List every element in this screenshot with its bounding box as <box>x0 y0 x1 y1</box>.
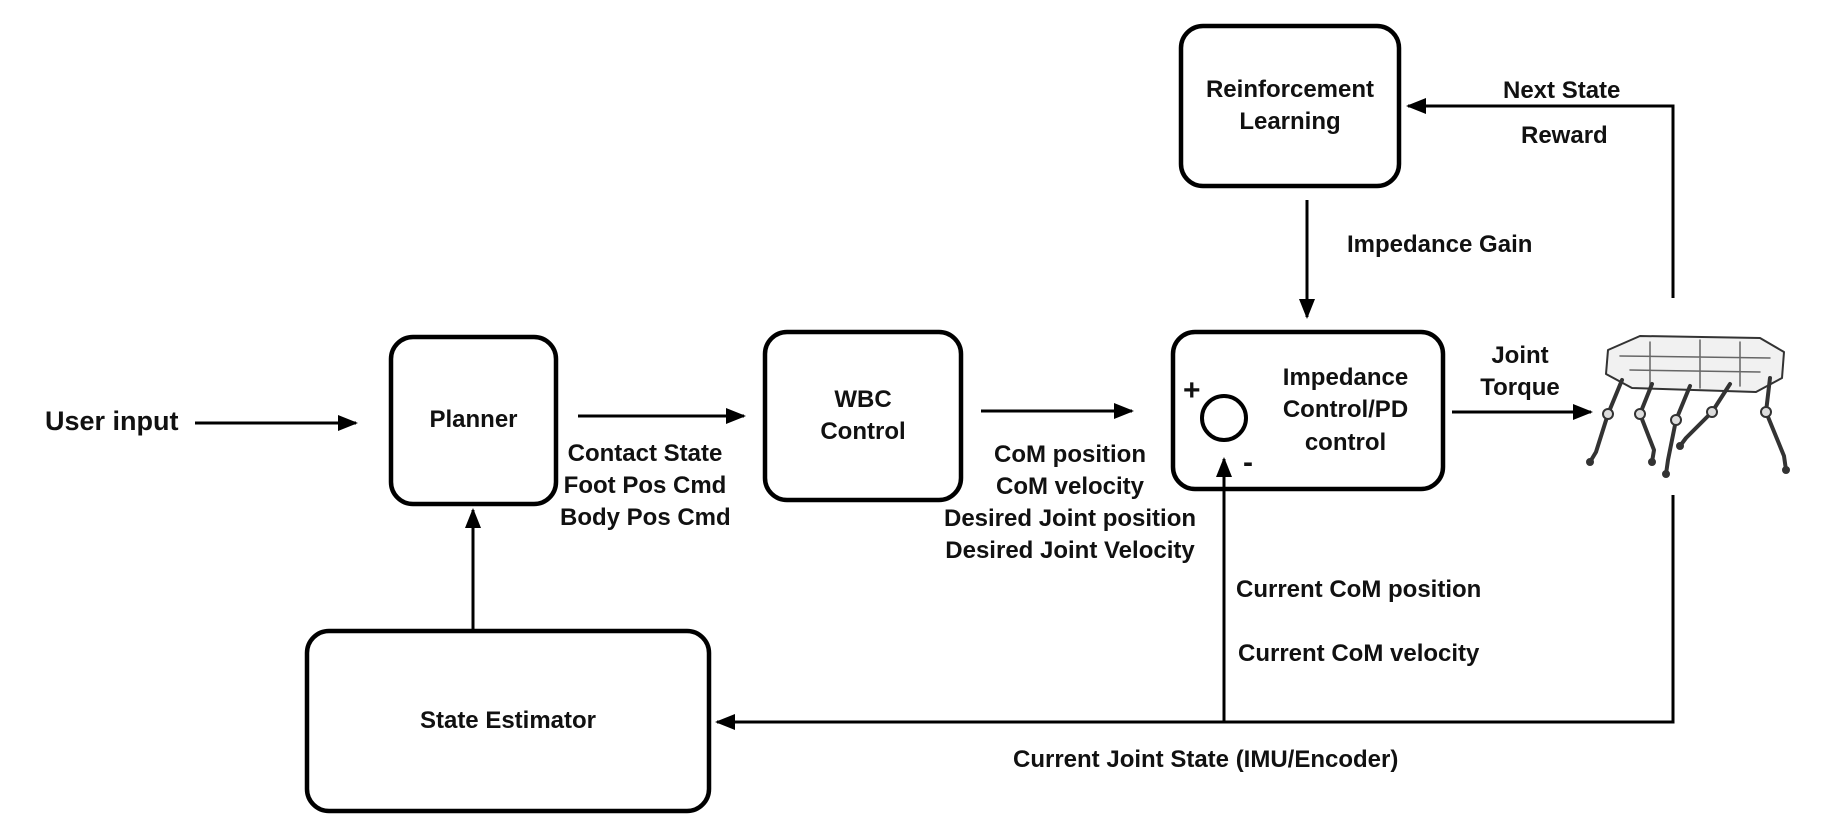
quadruped-robot-icon <box>1586 335 1790 478</box>
summing-junction <box>1200 394 1248 442</box>
foot-pos-cmd-label: Foot Pos Cmd <box>563 472 727 499</box>
com-velocity-label: CoM velocity <box>995 473 1145 500</box>
minus-sign: - <box>1243 446 1253 479</box>
rl-label: Reinforcement Learning <box>1205 75 1375 135</box>
planner-block <box>388 334 559 507</box>
state-estimator-label: State Estimator <box>419 706 597 734</box>
impedance-gain-label: Impedance Gain <box>1347 231 1533 258</box>
desired-joint-position-label: Desired Joint position <box>943 505 1197 532</box>
joint-state-feedback-line <box>715 495 1675 730</box>
wbc-block <box>762 329 964 503</box>
body-pos-cmd-label: Body Pos Cmd <box>560 504 731 531</box>
joint-state-label: Current Joint State (IMU/Encoder) <box>1013 746 1399 773</box>
joint-label: Joint <box>1491 342 1549 369</box>
user-input-label: User input <box>45 406 179 436</box>
com-position-label: CoM position <box>994 441 1146 468</box>
reward-label: Reward <box>1521 122 1608 149</box>
next-state-label: Next State <box>1503 77 1621 104</box>
state-estimator-block <box>304 628 712 814</box>
next-state-feedback-line <box>1406 98 1675 298</box>
desired-joint-velocity-label: Desired Joint Velocity <box>945 537 1195 564</box>
current-com-position-label: Current CoM position <box>1236 576 1482 603</box>
rl-block <box>1178 23 1402 189</box>
planner-output-labels: Contact State Foot Pos Cmd Body Pos Cmd <box>560 440 731 531</box>
wbc-output-labels: CoM position CoM velocity Desired Joint … <box>935 443 1205 563</box>
current-com-velocity-label: Current CoM velocity <box>1238 640 1480 667</box>
impedance-label: Impedance Control/PD control <box>1282 363 1409 456</box>
planner-label: Planner <box>429 406 518 434</box>
joint-torque-labels: Joint Torque <box>1465 344 1575 400</box>
plus-sign: + <box>1183 374 1201 407</box>
contact-state-label: Contact State <box>567 440 723 467</box>
impedance-block <box>1170 329 1446 492</box>
wbc-label: WBC Control <box>820 385 906 445</box>
torque-label: Torque <box>1480 374 1560 401</box>
